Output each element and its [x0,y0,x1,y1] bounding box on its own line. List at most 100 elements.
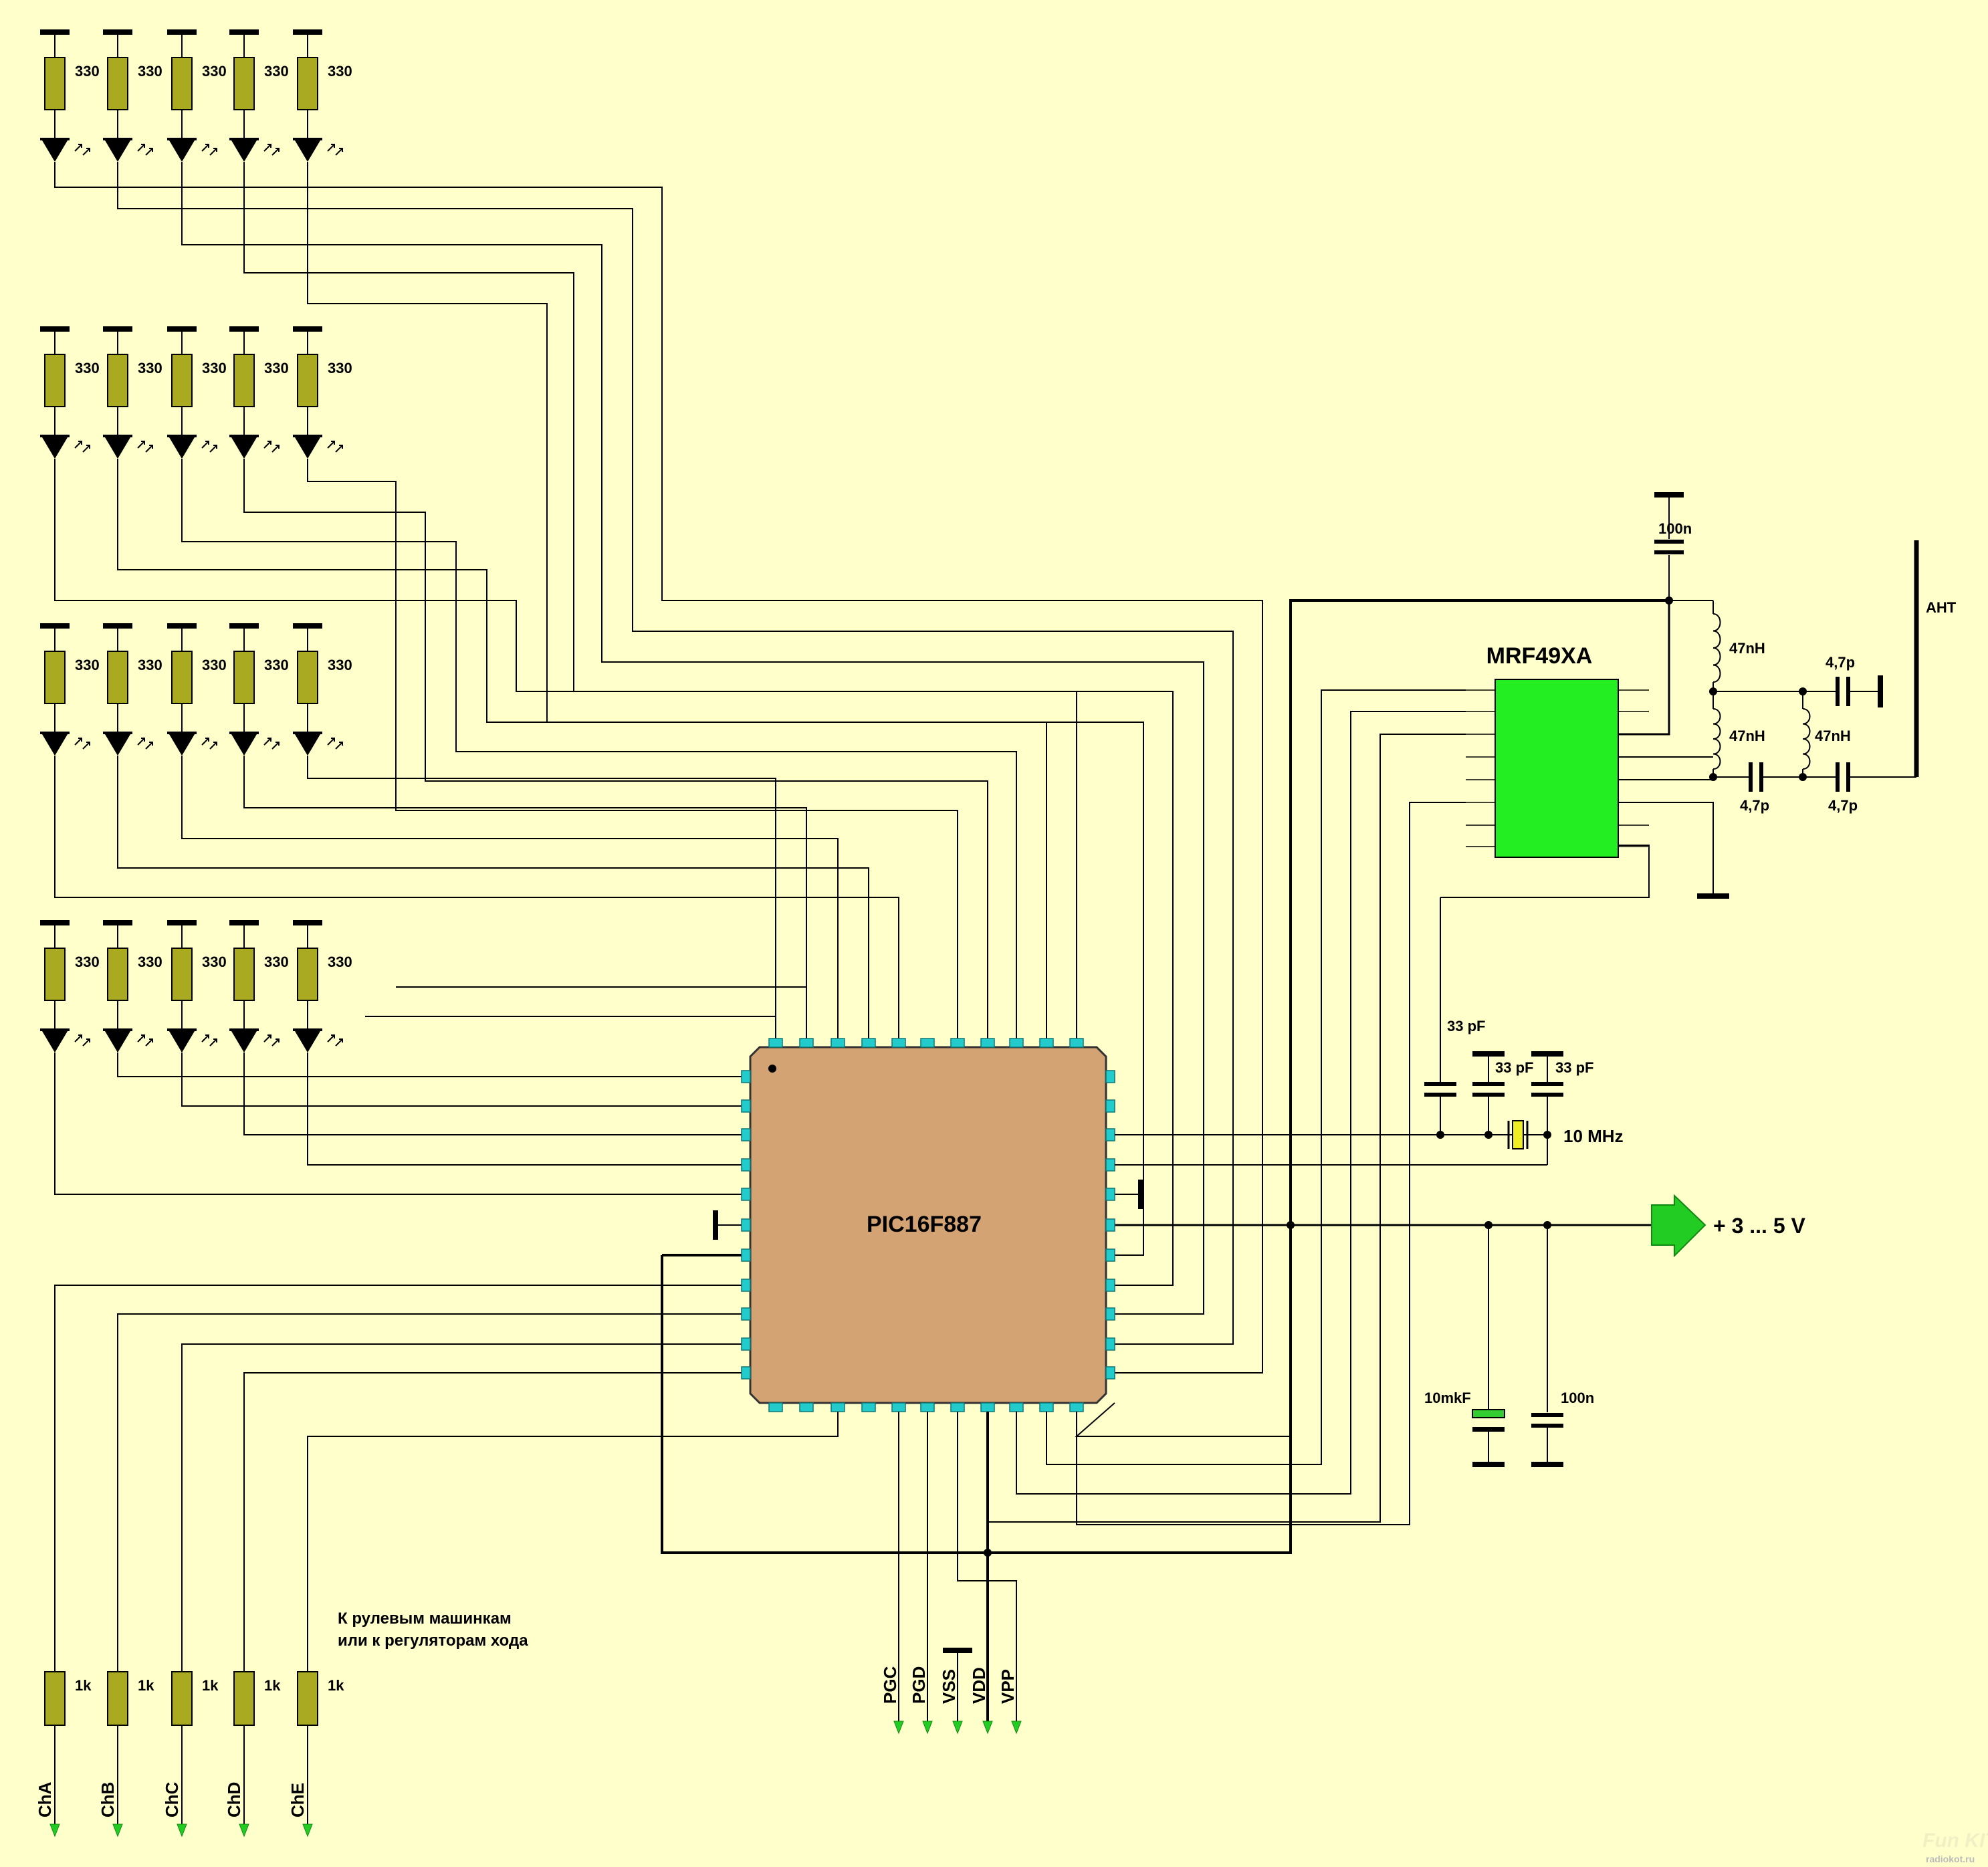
electrolytic-plate-positive [1472,1409,1505,1418]
servo-note-line1: К рулевым машинкам [338,1610,512,1628]
servo-resistor [171,1671,193,1726]
mcu-pin-bottom [861,1402,876,1412]
rf-cap-3 [1836,762,1850,792]
led-diode [231,734,257,756]
mcu-pin-top [768,1038,783,1048]
led-resistor [107,651,128,704]
crystal-cap2-label: 33 pF [1495,1059,1533,1076]
wire [307,468,958,1038]
led-light-arrows [327,144,343,156]
led-resistor-label: 330 [264,360,289,376]
led-light-arrows [263,144,280,156]
wire [117,468,1047,1038]
mcu-pin-bottom [950,1402,965,1412]
mcu-pin-top [1039,1038,1054,1048]
led-bar [229,732,259,734]
rf-cap-2 [1749,762,1763,792]
mcu-pin-right [1105,1128,1115,1141]
crystal-cap1-label: 33 pF [1447,1018,1485,1034]
mcu-pin-left [741,1128,751,1141]
led-light-arrows [137,1034,153,1047]
led-bar [229,138,259,140]
led-resistor [44,354,66,407]
rf-decoupling-cap-label: 100n [1658,520,1692,537]
led-resistor-label: 330 [328,657,352,673]
ceramic-ground [1531,1462,1563,1467]
led-diode [231,140,257,162]
led-bar [293,138,322,140]
rf-inductor3-label: 47nH [1815,728,1851,744]
wire [957,1412,1017,1721]
led-resistor-label: 330 [202,657,227,673]
mcu-pin-left [741,1279,751,1292]
led-resistor-label: 330 [75,657,100,673]
led-resistor [44,57,66,110]
rf-inductor-1 [1713,613,1721,683]
wire [1075,1402,1291,1437]
led-resistor-label: 330 [264,954,289,970]
led-diode [169,140,195,162]
capacitor-plate [1531,1413,1563,1417]
crystal-section [1115,845,1650,1166]
led-diode [295,1031,320,1053]
led-light-arrows [263,738,280,750]
prog-pin-PGC: PGC [880,1412,904,1735]
watermark-line2: radiokot.ru [1926,1854,1975,1864]
servo-resistor [297,1671,318,1726]
capacitor-plate [1472,1082,1505,1086]
mcu-pin-bottom [1009,1402,1024,1412]
led-diode [169,734,195,756]
mcu-pin-top [799,1038,814,1048]
watermark-line1: Fun KIT [1922,1830,1988,1852]
mcu-pin-right [1105,1337,1115,1351]
rf-cap2-label: 4,7p [1740,797,1769,814]
crystal-cap3-label: 33 pF [1555,1059,1593,1076]
antenna-label: AHT [1926,599,1957,616]
led-resistor-label: 330 [202,63,227,80]
prog-label-VPP: VPP [998,1669,1018,1704]
electrolytic-plate-negative [1472,1427,1505,1432]
led-bar [293,1028,322,1031]
vdd-bus [661,599,1669,1554]
led-diode [105,1031,130,1053]
mcu-pin-bottom [1069,1402,1084,1412]
rf-cap-1 [1836,677,1850,706]
vss-ground-bar [943,1648,972,1653]
wire [117,171,1234,1345]
inductor-coil [1713,708,1721,770]
mcu-pin-bottom [920,1402,935,1412]
prog-label-VSS: VSS [939,1669,959,1704]
led-bar [293,435,322,437]
led-resistor-label: 330 [264,657,289,673]
led-light-arrows [201,441,217,453]
led-light-arrows [74,144,90,156]
led-bar [103,435,132,437]
wires [54,171,1669,1557]
power-cap-electrolytic-label: 10mkF [1424,1390,1471,1406]
wire [1046,689,1466,1465]
servo-resistor-label: 1k [264,1677,281,1694]
capacitor-plate [1472,1093,1505,1097]
led-cell-r3-c4: 330 [229,623,289,765]
led-cell-r2-c4: 330 [229,326,289,468]
channel-arrow [302,1824,313,1838]
channel-arrow [177,1824,187,1838]
wire [181,171,1204,1315]
capacitor-plate [1424,1082,1456,1086]
led-resistor-label: 330 [138,360,162,376]
led-bar [167,138,197,140]
crystal-cap-2 [1472,1082,1505,1097]
inductor-coil [1713,613,1721,683]
prog-label-VDD: VDD [969,1667,989,1704]
mcu-pin-bottom [831,1402,845,1412]
wire [307,1062,742,1166]
wire [1618,600,1670,736]
led-light-arrows [327,738,343,750]
led-diode [295,140,320,162]
led-bar [293,732,322,734]
